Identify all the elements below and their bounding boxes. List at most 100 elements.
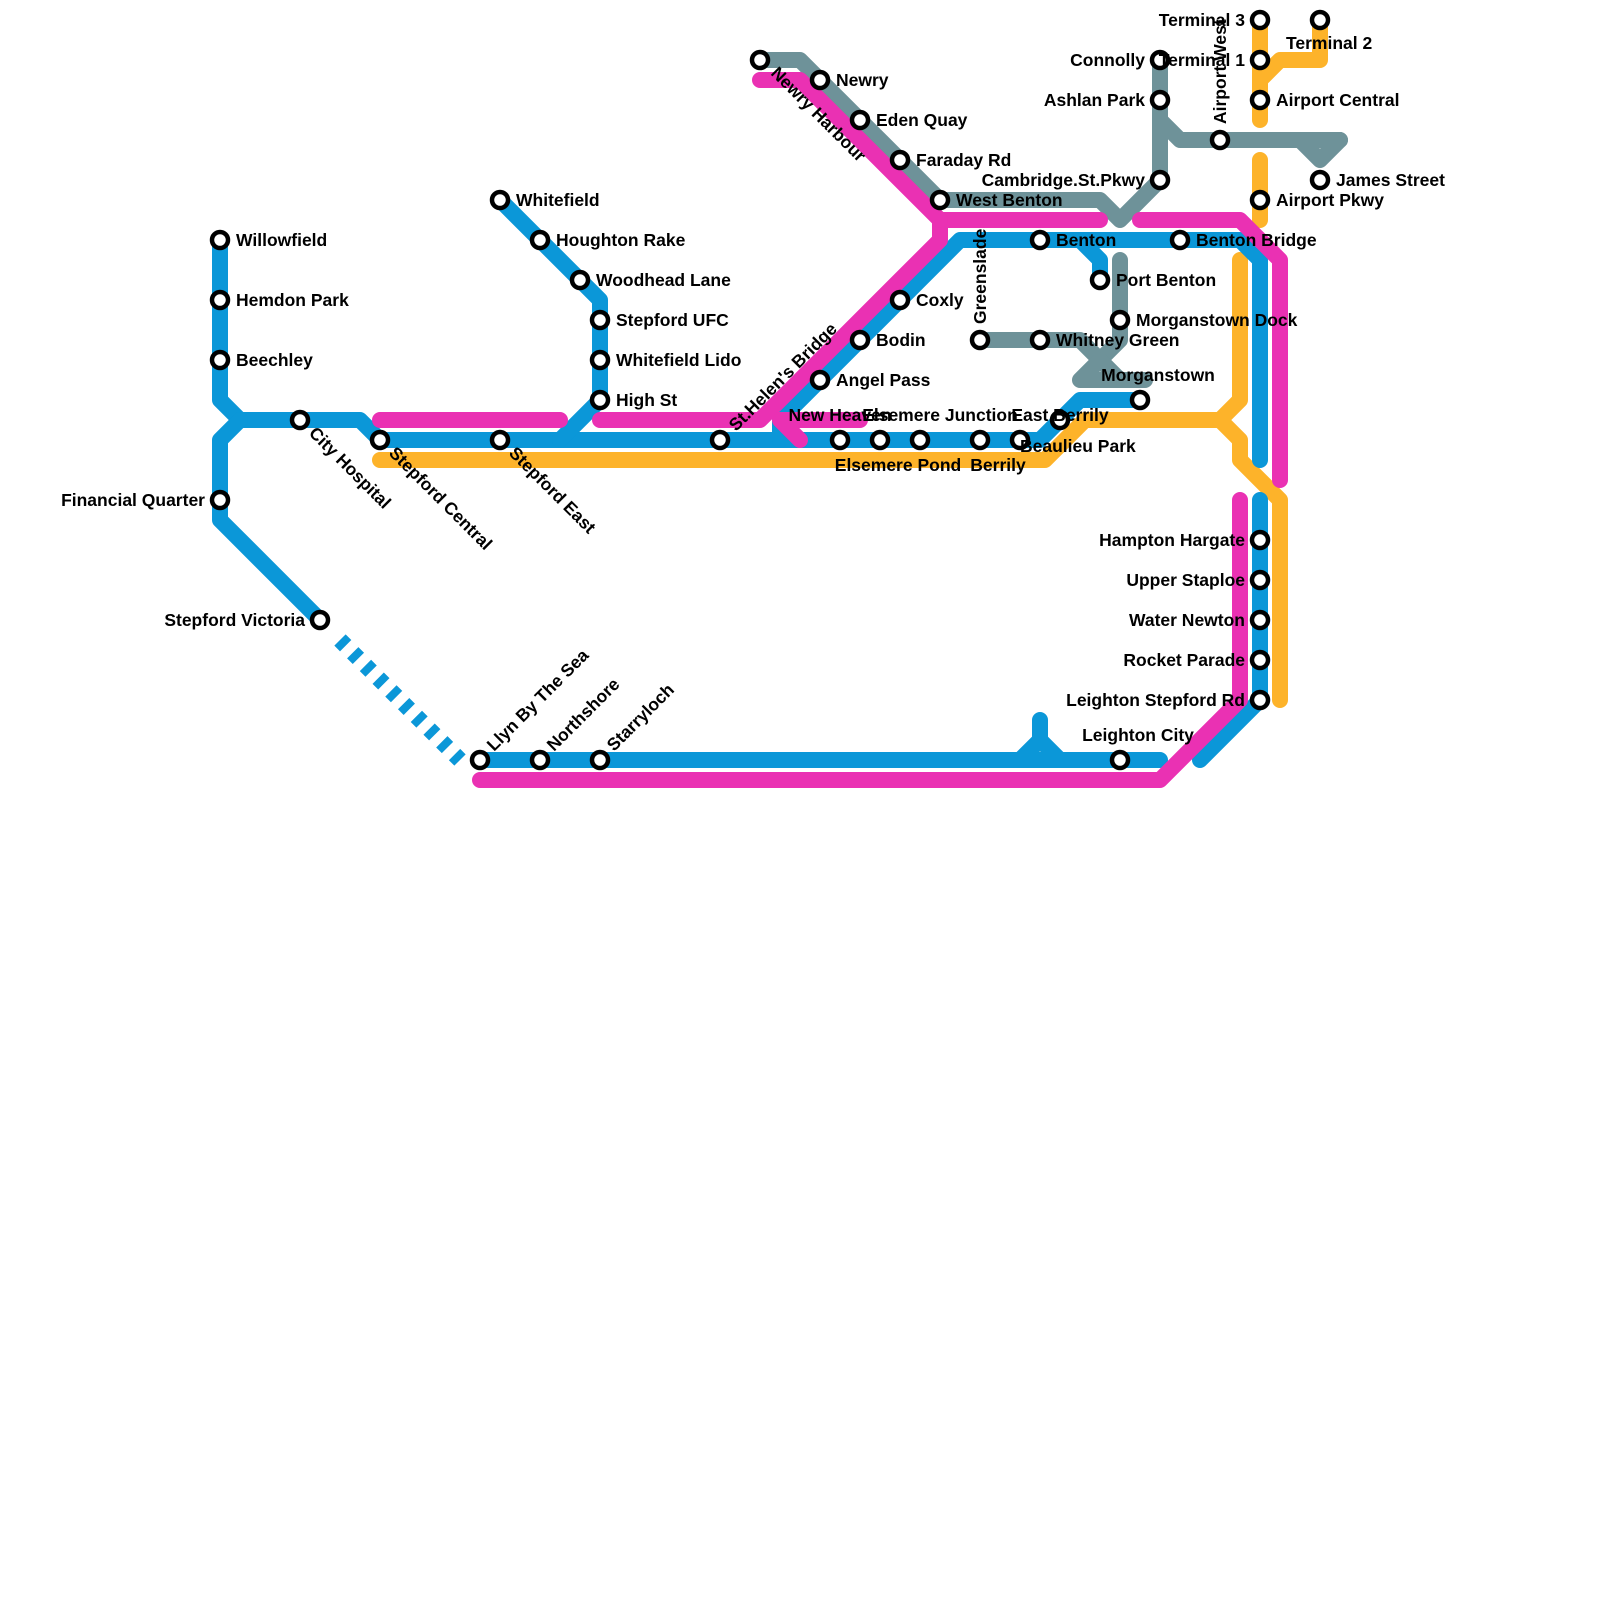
orange-line-main <box>372 252 1248 468</box>
gray-line-morganstown-loop <box>1072 352 1153 388</box>
station-woodhead-lane[interactable] <box>569 269 591 291</box>
blue-line-west-south <box>212 412 328 628</box>
label-airport-pkwy: Airport Pkwy <box>1276 190 1384 210</box>
station-water-newton[interactable] <box>1249 609 1271 631</box>
station-city-hospital[interactable] <box>289 409 311 431</box>
station-stepford-victoria[interactable] <box>309 609 331 631</box>
label-financial-quarter: Financial Quarter <box>61 490 205 510</box>
station-bodin[interactable] <box>849 329 871 351</box>
blue-line-dashed-section <box>334 634 466 766</box>
pink-line-east <box>1132 212 1288 488</box>
station-benton[interactable] <box>1029 229 1051 251</box>
label-willowfield: Willowfield <box>236 230 327 250</box>
station-financial-quarter[interactable] <box>209 489 231 511</box>
label-morganstown-dock: Morganstown Dock <box>1136 310 1298 330</box>
station-rocket-parade[interactable] <box>1249 649 1271 671</box>
label-upper-staploe: Upper Staploe <box>1126 570 1245 590</box>
label-port-benton: Port Benton <box>1116 270 1216 290</box>
station-airport-pkwy[interactable] <box>1249 189 1271 211</box>
station-st-helens-bridge[interactable] <box>709 429 731 451</box>
station-newry[interactable] <box>809 69 831 91</box>
label-airport-west: Airport West <box>1210 19 1230 124</box>
station-terminal-2[interactable] <box>1309 9 1331 31</box>
station-starryloch[interactable] <box>589 749 611 771</box>
station-terminal-1[interactable] <box>1249 49 1271 71</box>
station-cambridge-st-pkwy[interactable] <box>1149 169 1171 191</box>
label-water-newton: Water Newton <box>1129 610 1245 630</box>
label-whitefield: Whitefield <box>516 190 600 210</box>
label-elsemere-pond: Elsemere Pond <box>835 455 961 475</box>
label-terminal-1: Terminal 1 <box>1159 50 1246 70</box>
station-hemdon-park[interactable] <box>209 289 231 311</box>
station-coxly[interactable] <box>889 289 911 311</box>
label-beaulieu-park: Beaulieu Park <box>1020 436 1136 456</box>
label-west-benton: West Benton <box>956 190 1063 210</box>
label-coxly: Coxly <box>916 290 964 310</box>
station-stepford-east[interactable] <box>489 429 511 451</box>
station-northshore[interactable] <box>529 749 551 771</box>
station-hampton-hargate[interactable] <box>1249 529 1271 551</box>
label-cambridge-st-pkwy: Cambridge.St.Pkwy <box>982 170 1146 190</box>
label-connolly: Connolly <box>1070 50 1145 70</box>
label-whitney-green: Whitney Green <box>1056 330 1180 350</box>
label-james-street: James Street <box>1336 170 1445 190</box>
label-benton-bridge: Benton Bridge <box>1196 230 1317 250</box>
station-airport-central[interactable] <box>1249 89 1271 111</box>
station-high-st[interactable] <box>589 389 611 411</box>
label-leighton-stepford-rd: Leighton Stepford Rd <box>1066 690 1245 710</box>
label-angel-pass: Angel Pass <box>836 370 931 390</box>
label-woodhead-lane: Woodhead Lane <box>596 270 731 290</box>
station-whitefield-lido[interactable] <box>589 349 611 371</box>
station-whitefield[interactable] <box>489 189 511 211</box>
station-airport-west[interactable] <box>1209 129 1231 151</box>
label-hemdon-park: Hemdon Park <box>236 290 349 310</box>
label-airport-central: Airport Central <box>1276 90 1399 110</box>
station-eden-quay[interactable] <box>849 109 871 131</box>
label-terminal-3: Terminal 3 <box>1159 10 1246 30</box>
station-beaulieu-park[interactable] <box>1009 429 1031 451</box>
station-berrily[interactable] <box>969 429 991 451</box>
station-morganstown-dock[interactable] <box>1109 309 1131 331</box>
label-beechley: Beechley <box>236 350 313 370</box>
station-angel-pass[interactable] <box>809 369 831 391</box>
station-upper-staploe[interactable] <box>1249 569 1271 591</box>
label-whitefield-lido: Whitefield Lido <box>616 350 741 370</box>
station-connolly[interactable] <box>1149 49 1171 71</box>
label-llyn-by-the-sea: Llyn By The Sea <box>483 645 593 755</box>
station-willowfield[interactable] <box>209 229 231 251</box>
station-stepford-central[interactable] <box>369 429 391 451</box>
station-benton-bridge[interactable] <box>1169 229 1191 251</box>
label-benton: Benton <box>1056 230 1116 250</box>
pink-line-newry <box>752 72 948 228</box>
pink-line-south <box>472 492 1248 788</box>
station-stepford-ufc[interactable] <box>589 309 611 331</box>
station-james-street[interactable] <box>1309 169 1331 191</box>
station-elsemere-junction[interactable] <box>909 429 931 451</box>
station-morganstown[interactable] <box>1129 389 1151 411</box>
station-beechley[interactable] <box>209 349 231 371</box>
station-terminal-3[interactable] <box>1249 9 1271 31</box>
label-new-heaven: New Heaven <box>788 405 891 425</box>
station-leighton-city[interactable] <box>1109 749 1131 771</box>
station-faraday-rd[interactable] <box>889 149 911 171</box>
label-elsemere-junction: Elsemere Junction <box>862 405 1018 425</box>
label-rocket-parade: Rocket Parade <box>1123 650 1245 670</box>
station-east-berrily[interactable] <box>1049 409 1071 431</box>
station-whitney-green[interactable] <box>1029 329 1051 351</box>
station-newry-harbour[interactable] <box>749 49 771 71</box>
label-greenslade: Greenslade <box>970 228 990 324</box>
label-ashlan-park: Ashlan Park <box>1044 90 1145 110</box>
station-leighton-stepford-rd[interactable] <box>1249 689 1271 711</box>
station-houghton-rake[interactable] <box>529 229 551 251</box>
label-eden-quay: Eden Quay <box>876 110 968 130</box>
station-elsemere-pond[interactable] <box>869 429 891 451</box>
station-llyn-by-the-sea[interactable] <box>469 749 491 771</box>
station-port-benton[interactable] <box>1089 269 1111 291</box>
station-greenslade[interactable] <box>969 329 991 351</box>
station-west-benton[interactable] <box>929 189 951 211</box>
pink-line-elsemere <box>772 412 868 448</box>
label-hampton-hargate: Hampton Hargate <box>1099 530 1245 550</box>
station-new-heaven[interactable] <box>829 429 851 451</box>
station-ashlan-park[interactable] <box>1149 89 1171 111</box>
label-berrily: Berrily <box>970 455 1026 475</box>
